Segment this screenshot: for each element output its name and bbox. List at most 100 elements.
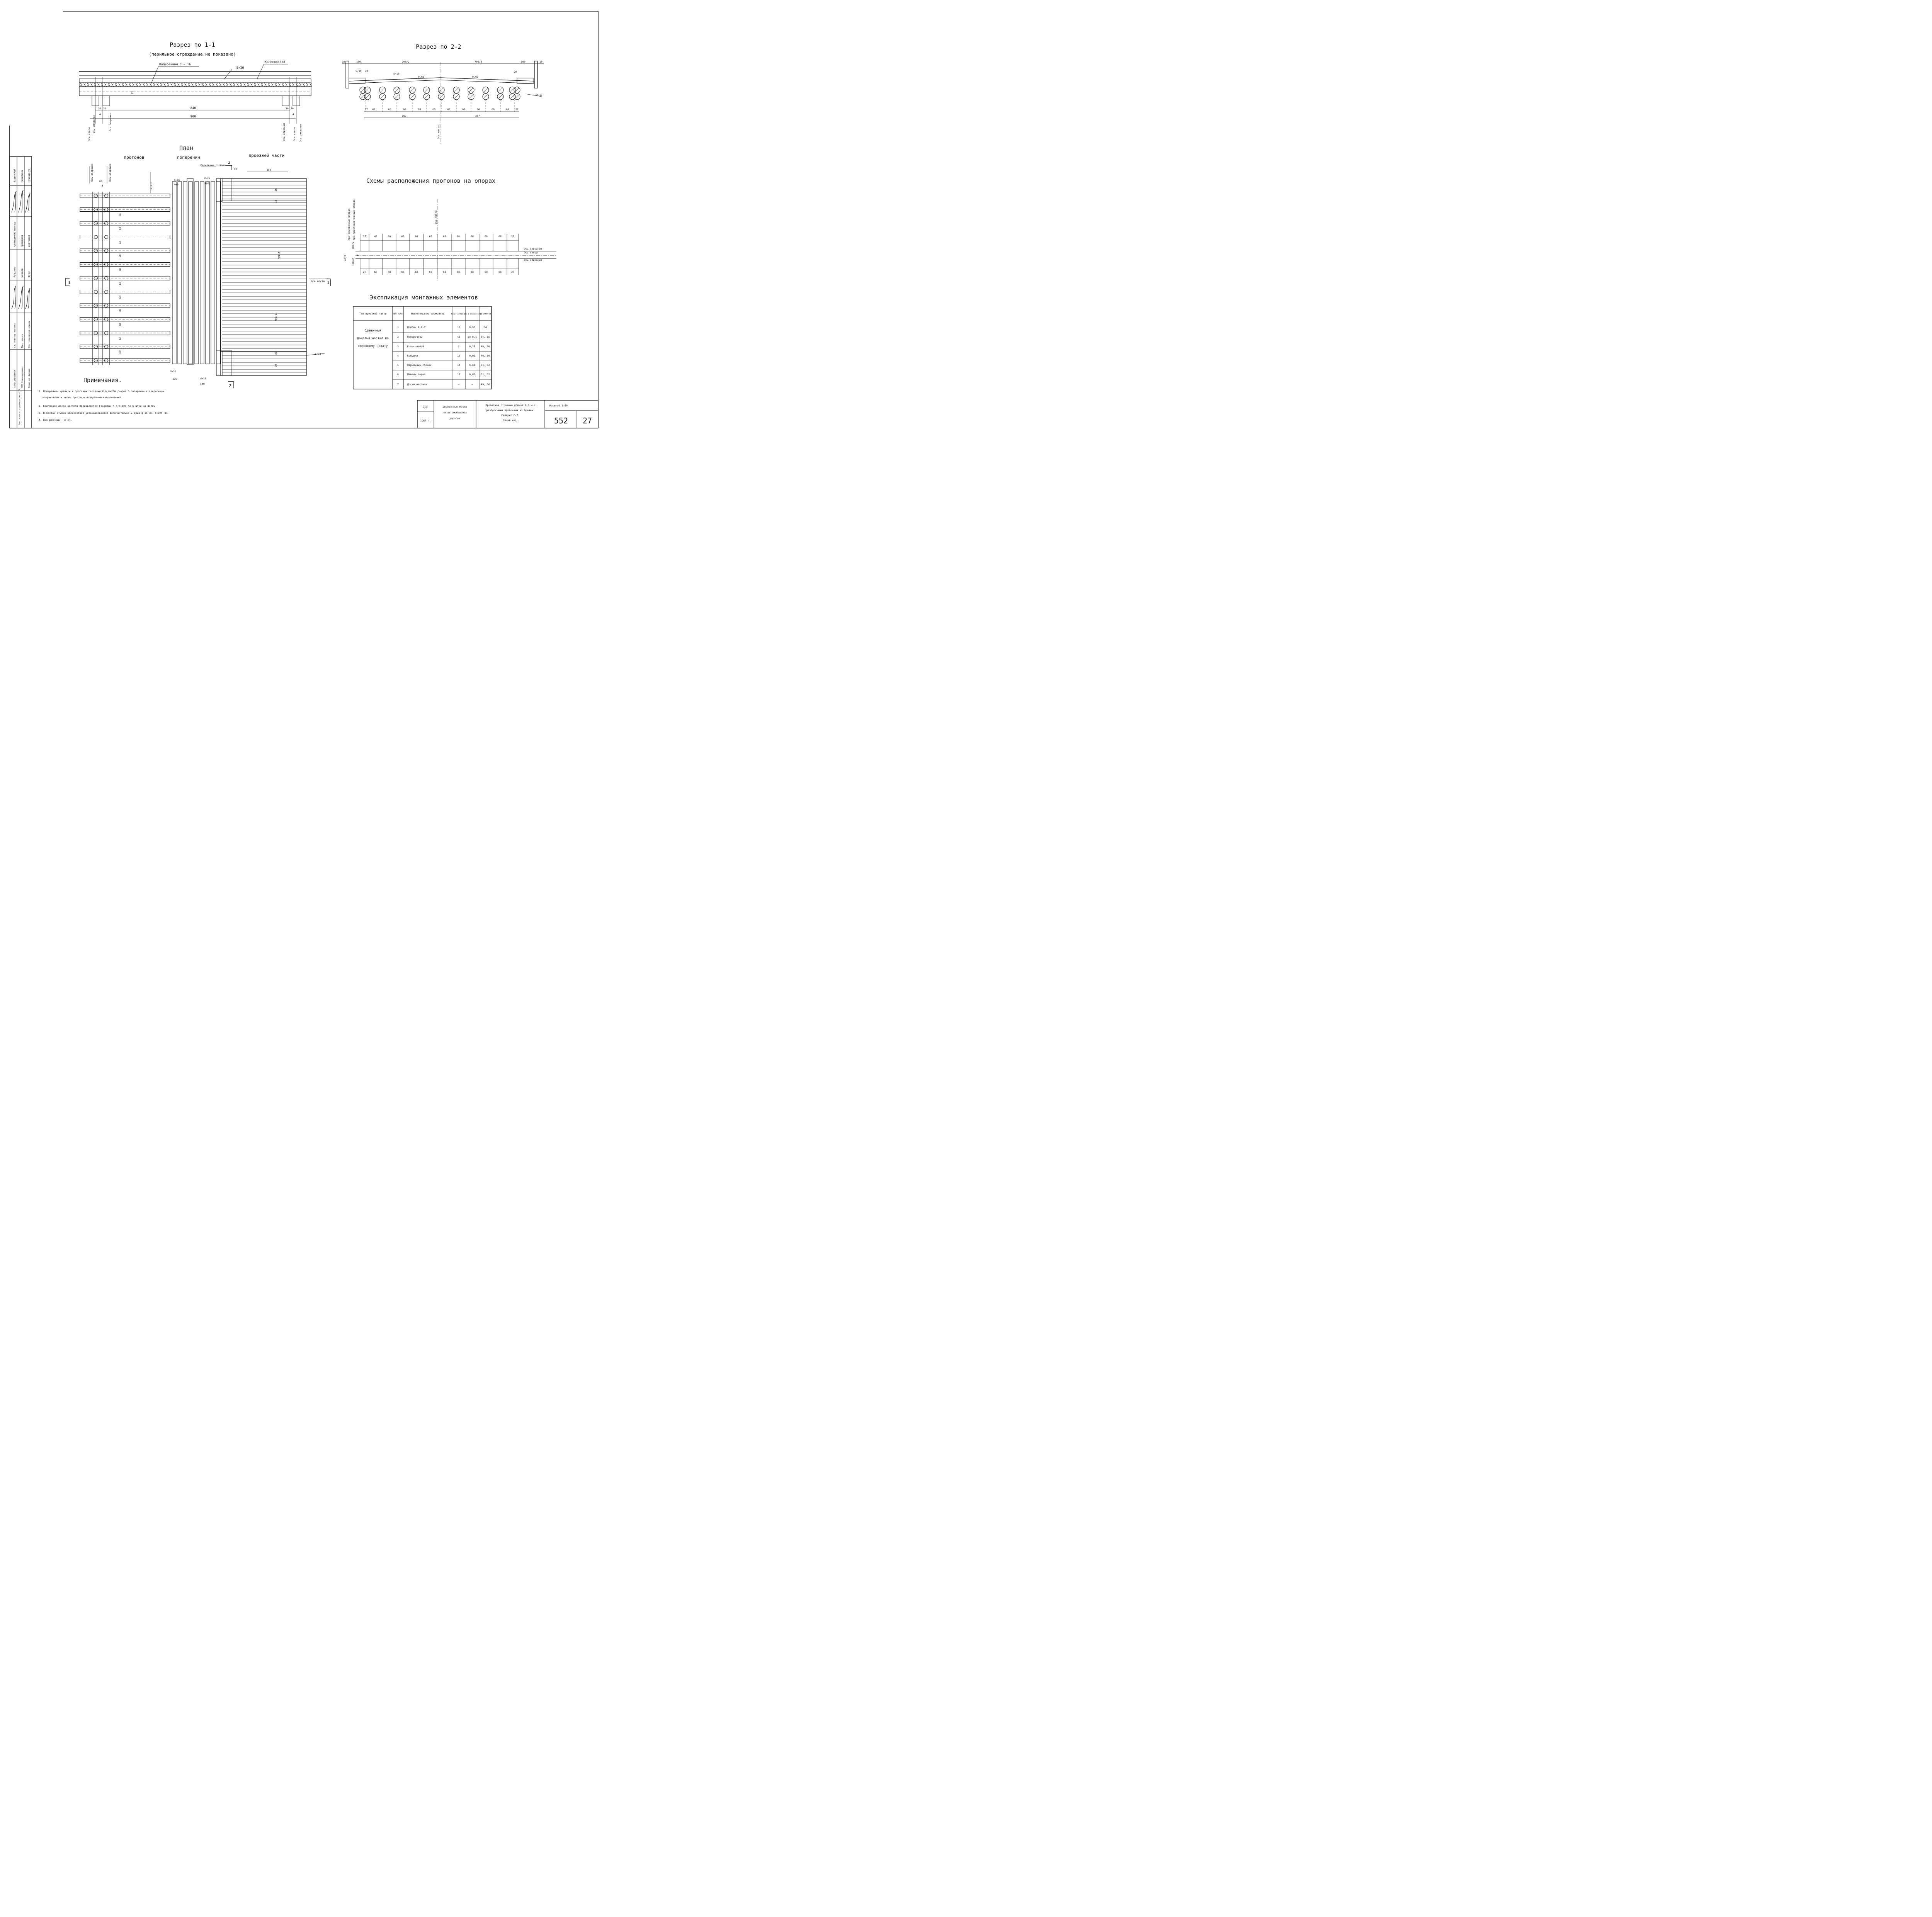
dim-30-right-b: 30 xyxy=(291,107,294,110)
log-hatch xyxy=(361,94,365,99)
plan-d16-c: d=16 xyxy=(170,370,176,373)
drawing-sheet: Разрез по 1-1 (перильное ограждение не п… xyxy=(9,11,599,428)
log-circle xyxy=(509,87,516,93)
log-hatch xyxy=(483,94,488,99)
th-nn: NN п/п xyxy=(393,312,403,315)
plan-runner-bolt xyxy=(104,304,108,308)
plan-runner-bolt xyxy=(104,194,108,198)
log-hatch xyxy=(510,88,515,92)
log-hatch xyxy=(424,94,429,99)
scheme-axis-bridge: Ось моста xyxy=(434,211,437,224)
row-6-sheets: 51, 52 xyxy=(481,373,490,376)
axis-support-l1: Ось опоры xyxy=(88,127,91,141)
hatch-stroke xyxy=(250,82,253,87)
hatch-stroke xyxy=(271,82,274,87)
plan-runner-bolt xyxy=(104,249,108,253)
hatch-stroke xyxy=(90,82,93,87)
hatch-stroke xyxy=(233,82,236,87)
explication-rows: 1 Прогон К-9-Р 13 0,90 34 2 Поперечины 4… xyxy=(397,326,490,386)
spacing-label: 68 xyxy=(403,108,406,111)
plan-dim-68: 68 xyxy=(119,241,122,244)
hatch-stroke xyxy=(104,82,107,87)
plan-sec-mark-2-top: 2 xyxy=(228,160,231,165)
label-crossbeams-11: Поперечины d = 16 xyxy=(159,63,191,66)
section-2-2: Разрез по 2-2 100 700/2 700/2 100 10 10 … xyxy=(342,43,544,145)
stamp-col3-3: Составил xyxy=(27,235,31,247)
side-stamp: Фащинский Никитина Пушкарчук Руководител… xyxy=(9,156,32,428)
plan-dim-60: 60 xyxy=(99,180,102,183)
scheme-spacing-bottom: 68 xyxy=(457,270,460,274)
hatch-stroke xyxy=(267,82,270,87)
log-circle xyxy=(509,93,516,100)
log-circle xyxy=(359,93,366,100)
hatch-stroke xyxy=(285,82,288,87)
dim-367-r: 367 xyxy=(475,114,480,117)
hatch-stroke xyxy=(229,82,232,87)
spacing-label: 27 xyxy=(365,108,368,111)
log-circle xyxy=(393,87,400,93)
hatch-stroke xyxy=(302,82,305,87)
row-1-sheets: 34 xyxy=(484,326,487,329)
stamp-col2-2: Нач. отдела xyxy=(21,334,24,348)
dim-5x10-mid: 5×10 xyxy=(393,72,400,75)
scheme-spacing-bottom: 27 xyxy=(511,270,514,274)
label-board-11: 5×20 xyxy=(236,66,244,70)
hatch-stroke xyxy=(160,82,163,87)
hatch-stroke xyxy=(306,82,309,87)
plan-runner-bolt xyxy=(94,345,98,349)
hatch-stroke xyxy=(173,82,177,87)
title-block: СДП 1967 г. Деревянные мосты на автомоби… xyxy=(417,400,599,428)
log-hatch xyxy=(454,94,459,99)
spacing-label: 68 xyxy=(477,108,480,111)
plan-dim-50: 50 xyxy=(234,167,237,170)
plan-dim-68: 68 xyxy=(119,337,122,340)
runner-logs xyxy=(359,87,520,113)
row-4-weight: 0,02 xyxy=(469,354,475,357)
hatch-stroke xyxy=(146,82,149,87)
explication: Экспликация монтажных элементов Тип прое… xyxy=(353,294,492,389)
stamp-col1-3: Киевский филиал xyxy=(28,369,31,388)
th-qty: Коли-чество шт xyxy=(451,313,466,315)
plan-runner-bolt xyxy=(94,290,98,294)
dim-20-left: 20 xyxy=(365,70,368,73)
hatch-stroke xyxy=(205,82,208,87)
dim-367-l: 367 xyxy=(402,114,406,117)
log-hatch xyxy=(498,88,503,92)
axis-bearing-r: Ось опирания xyxy=(282,123,286,141)
scheme-grid: 2727686868686868686868686868686868686868… xyxy=(360,234,519,275)
hatch-stroke xyxy=(118,82,121,87)
log-hatch xyxy=(498,94,503,99)
hatch-stroke xyxy=(97,82,100,87)
log-hatch xyxy=(365,94,370,99)
row-4-name: Кобылки xyxy=(407,354,418,357)
plan-runner-bolt xyxy=(104,207,108,212)
hatch-stroke xyxy=(163,82,166,87)
notes: Примечания. 1. Поперечины крепить к прог… xyxy=(39,377,168,421)
tb-series-2: на автомобильных xyxy=(443,411,467,414)
stamp-col3-1: Руководитель бригады xyxy=(14,221,16,247)
hatch-stroke xyxy=(292,82,295,87)
row-4-qty: 12 xyxy=(457,354,460,357)
dim-5x10-left: 5×10 xyxy=(355,70,362,73)
plan-runner-bolt xyxy=(94,249,98,253)
plan-rail-posts: Перильные стойки xyxy=(201,164,225,167)
scheme-spacing-top: 68 xyxy=(401,235,405,238)
stamp-col2-3: Гл. специалист отдела xyxy=(28,321,31,348)
hatch-stroke xyxy=(184,82,187,87)
dim-30-right: 30 xyxy=(286,107,289,110)
plan-runner-bolt xyxy=(94,221,98,225)
th-name: Наименование элементов xyxy=(411,312,444,315)
row-2-n: 2 xyxy=(397,335,399,338)
scheme-spacing-bottom: 68 xyxy=(471,270,474,274)
scheme-spacing-bottom: 68 xyxy=(388,270,391,274)
plan-dim-10a: 10 xyxy=(274,200,277,203)
th-sheets: NN листов xyxy=(480,313,491,315)
spacing-label: 68 xyxy=(418,108,421,111)
log-hatch xyxy=(510,94,515,99)
log-circle xyxy=(497,87,504,93)
scheme-dim-100-2b: 100/2 xyxy=(352,258,355,266)
log-hatch xyxy=(361,88,365,92)
log-circle xyxy=(364,87,371,93)
row-5-weight: 0,02 xyxy=(469,364,475,367)
plan-crossbeam xyxy=(216,181,221,364)
